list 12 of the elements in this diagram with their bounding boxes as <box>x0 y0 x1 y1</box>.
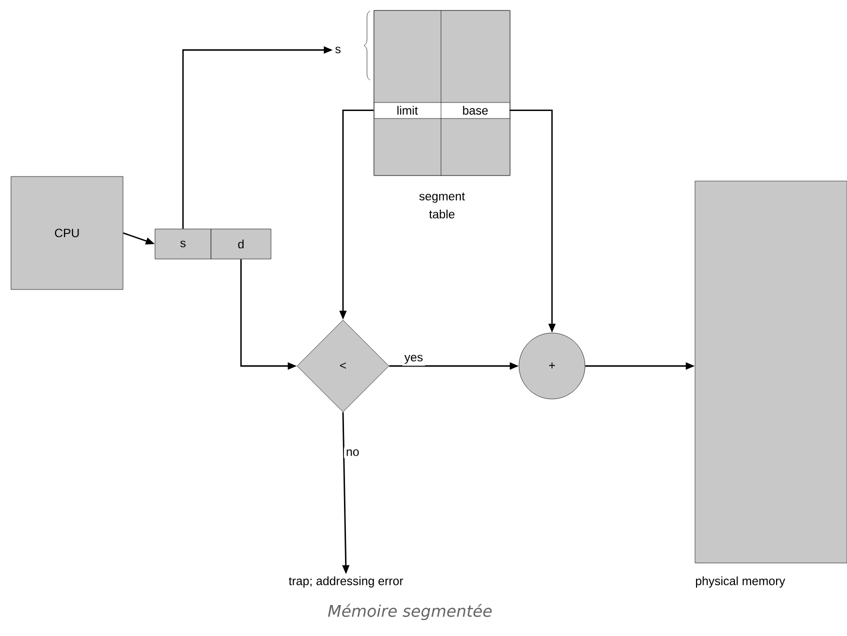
table-caption: segment table <box>419 192 465 218</box>
table-cell: limit <box>397 106 418 115</box>
address-cell: d <box>210 228 272 260</box>
table-cell: base <box>463 106 488 115</box>
memory-caption: physical memory <box>696 576 786 588</box>
cpu-box: CPU <box>10 176 124 290</box>
address-cell: s <box>154 228 212 260</box>
text-label: trap; addressing error <box>288 576 404 588</box>
edge-label: yes <box>404 354 423 364</box>
text-label: s <box>335 46 341 54</box>
caption: Mémoire segmentée <box>328 604 492 620</box>
edge-label: no <box>346 449 359 456</box>
